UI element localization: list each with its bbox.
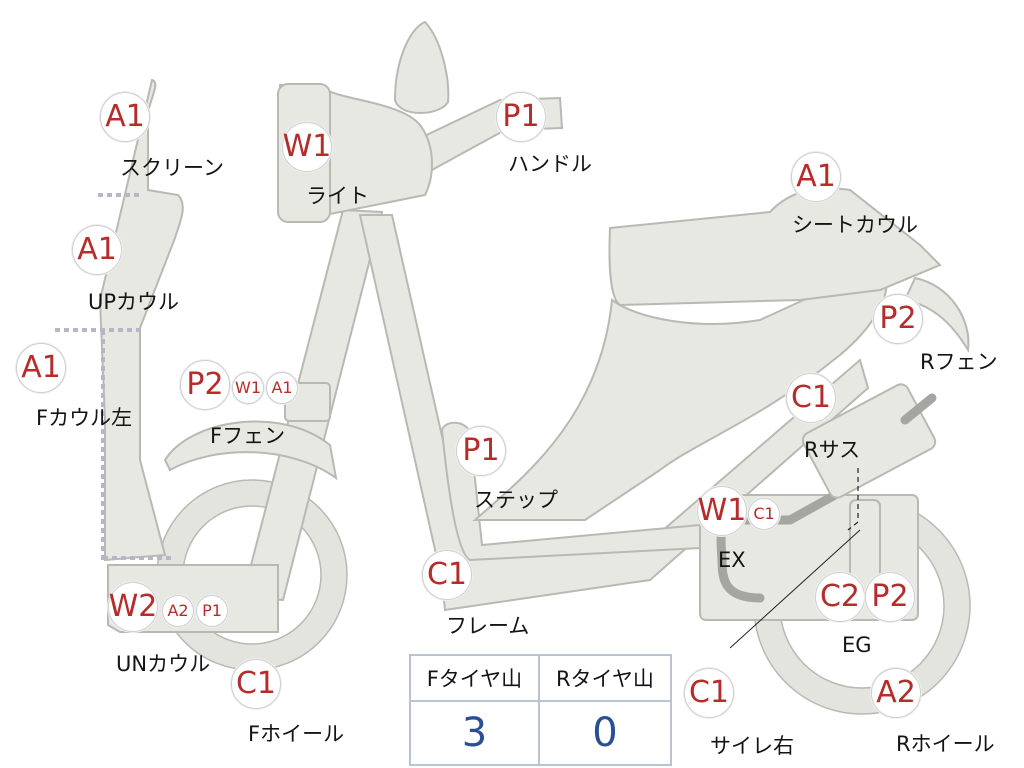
part-label-r-sus: Rサス [804, 438, 861, 462]
sus-leader-line [847, 468, 859, 531]
part-label-screen: スクリーン [120, 156, 224, 180]
seat-shape [608, 187, 942, 307]
part-label-r-wheel: Rホイール [896, 732, 995, 756]
code-badge-handle[interactable]: P1 [496, 92, 546, 142]
front-fender-shape [163, 420, 338, 481]
code-badge-step[interactable]: P1 [456, 426, 506, 476]
code-badge-f-fender-1[interactable]: P2 [180, 360, 230, 410]
front-tire-tread-header: Fタイヤ山 [409, 654, 540, 702]
part-label-ex: EX [718, 548, 746, 572]
code-badge-r-wheel[interactable]: A2 [871, 668, 921, 718]
part-label-f-wheel: Fホイール [248, 722, 345, 746]
code-badge-un-cowl-1[interactable]: W2 [108, 582, 158, 632]
part-label-seat-cowl: シートカウル [792, 213, 918, 237]
code-badge-f-fender-3[interactable]: A1 [266, 372, 298, 404]
part-label-f-fender: Fフェン [210, 424, 286, 448]
code-badge-eg-2[interactable]: P2 [865, 572, 915, 622]
code-badge-frame[interactable]: C1 [422, 550, 472, 600]
code-badge-muffler-right[interactable]: C1 [684, 668, 734, 718]
code-badge-f-wheel[interactable]: C1 [231, 659, 281, 709]
part-label-step: ステップ [474, 488, 558, 512]
part-label-f-cowl-left: Fカウル左 [36, 406, 133, 430]
part-label-un-cowl: UNカウル [116, 652, 211, 676]
part-label-handle: ハンドル [508, 152, 592, 176]
part-label-up-cowl: UPカウル [88, 290, 180, 314]
code-badge-ex-1[interactable]: W1 [697, 486, 747, 536]
code-badge-light[interactable]: W1 [282, 122, 332, 172]
part-label-eg: EG [842, 633, 872, 657]
code-badge-screen[interactable]: A1 [100, 92, 150, 142]
rear-fender-tip-shape [903, 276, 970, 353]
code-badge-un-cowl-2[interactable]: A2 [162, 595, 194, 627]
tire-tread-table: Fタイヤ山 Rタイヤ山 3 0 [409, 654, 673, 766]
front-tire-tread-value[interactable]: 3 [409, 700, 540, 766]
part-label-frame: フレーム [446, 614, 530, 638]
tread-value-row: 3 0 [409, 700, 673, 766]
part-label-muffler-right: サイレ右 [710, 734, 794, 758]
tread-header-row: Fタイヤ山 Rタイヤ山 [409, 654, 673, 702]
rear-suspension-shape [801, 383, 937, 499]
code-badge-f-fender-2[interactable]: W1 [232, 372, 264, 404]
code-badge-eg-1[interactable]: C2 [815, 572, 865, 622]
code-badge-r-fender[interactable]: P2 [873, 294, 923, 344]
swingarm-stub [900, 393, 937, 425]
rear-tire-tread-header: Rタイヤ山 [537, 654, 673, 702]
code-badge-ex-2[interactable]: C1 [748, 498, 780, 530]
front-cowl-shape [98, 78, 184, 562]
rear-tire-tread-value[interactable]: 0 [537, 700, 673, 766]
code-badge-seat-cowl[interactable]: A1 [791, 152, 841, 202]
mirror-shape [393, 20, 450, 114]
code-badge-r-sus[interactable]: C1 [786, 373, 836, 423]
part-label-light: ライト [306, 184, 369, 208]
code-badge-up-cowl[interactable]: A1 [72, 225, 122, 275]
code-badge-un-cowl-3[interactable]: P1 [196, 595, 228, 627]
muffler-leader-line [729, 529, 861, 649]
part-label-r-fender: Rフェン [920, 350, 998, 374]
code-badge-f-cowl-left[interactable]: A1 [16, 343, 66, 393]
